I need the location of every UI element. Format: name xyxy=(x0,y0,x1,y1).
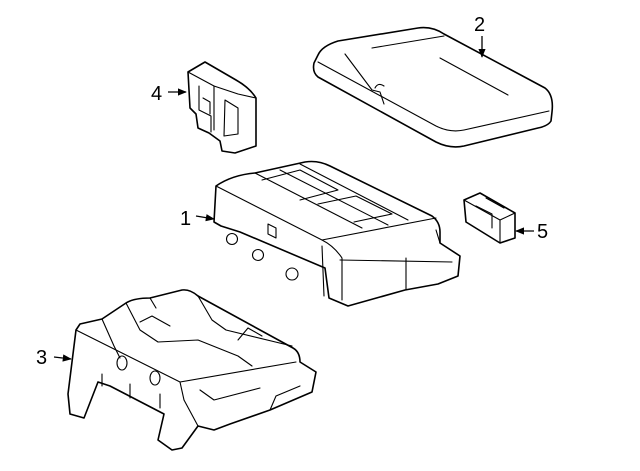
callout-2-label: 2 xyxy=(474,14,485,36)
part-5-fuse xyxy=(463,192,516,244)
callout-leaders xyxy=(53,36,534,362)
leader-1 xyxy=(195,214,215,222)
callout-3-label: 3 xyxy=(36,347,47,369)
callout-labels: 1 2 3 4 5 xyxy=(36,14,548,369)
leader-3 xyxy=(53,354,72,362)
part-2-cover xyxy=(312,26,554,148)
callout-4-label: 4 xyxy=(151,83,162,105)
part-1-module xyxy=(213,160,461,307)
part-4-relay xyxy=(187,61,257,154)
callout-1-label: 1 xyxy=(180,208,191,230)
callout-5-label: 5 xyxy=(537,221,548,243)
part-3-bracket xyxy=(67,289,317,451)
